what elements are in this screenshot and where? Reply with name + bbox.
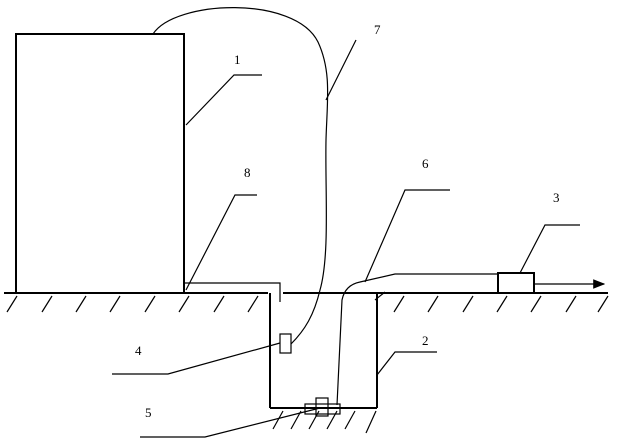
pump xyxy=(304,397,341,417)
level-sensor xyxy=(279,333,292,354)
discharge-pipe xyxy=(336,273,498,406)
drain-pipe xyxy=(184,282,281,302)
ground-hatching xyxy=(6,295,609,313)
pit-hatching xyxy=(272,291,386,434)
label-4: 4 xyxy=(135,343,142,358)
cable-loop xyxy=(152,7,329,345)
label-1: 1 xyxy=(234,52,241,67)
sump-pit xyxy=(269,293,378,409)
label-2: 2 xyxy=(422,333,429,348)
leader-lines xyxy=(112,39,580,438)
label-5: 5 xyxy=(145,405,152,420)
label-3: 3 xyxy=(553,190,560,205)
building xyxy=(15,33,185,294)
label-8: 8 xyxy=(244,165,251,180)
valve xyxy=(497,272,535,294)
label-7: 7 xyxy=(374,22,381,37)
label-6: 6 xyxy=(422,156,429,171)
